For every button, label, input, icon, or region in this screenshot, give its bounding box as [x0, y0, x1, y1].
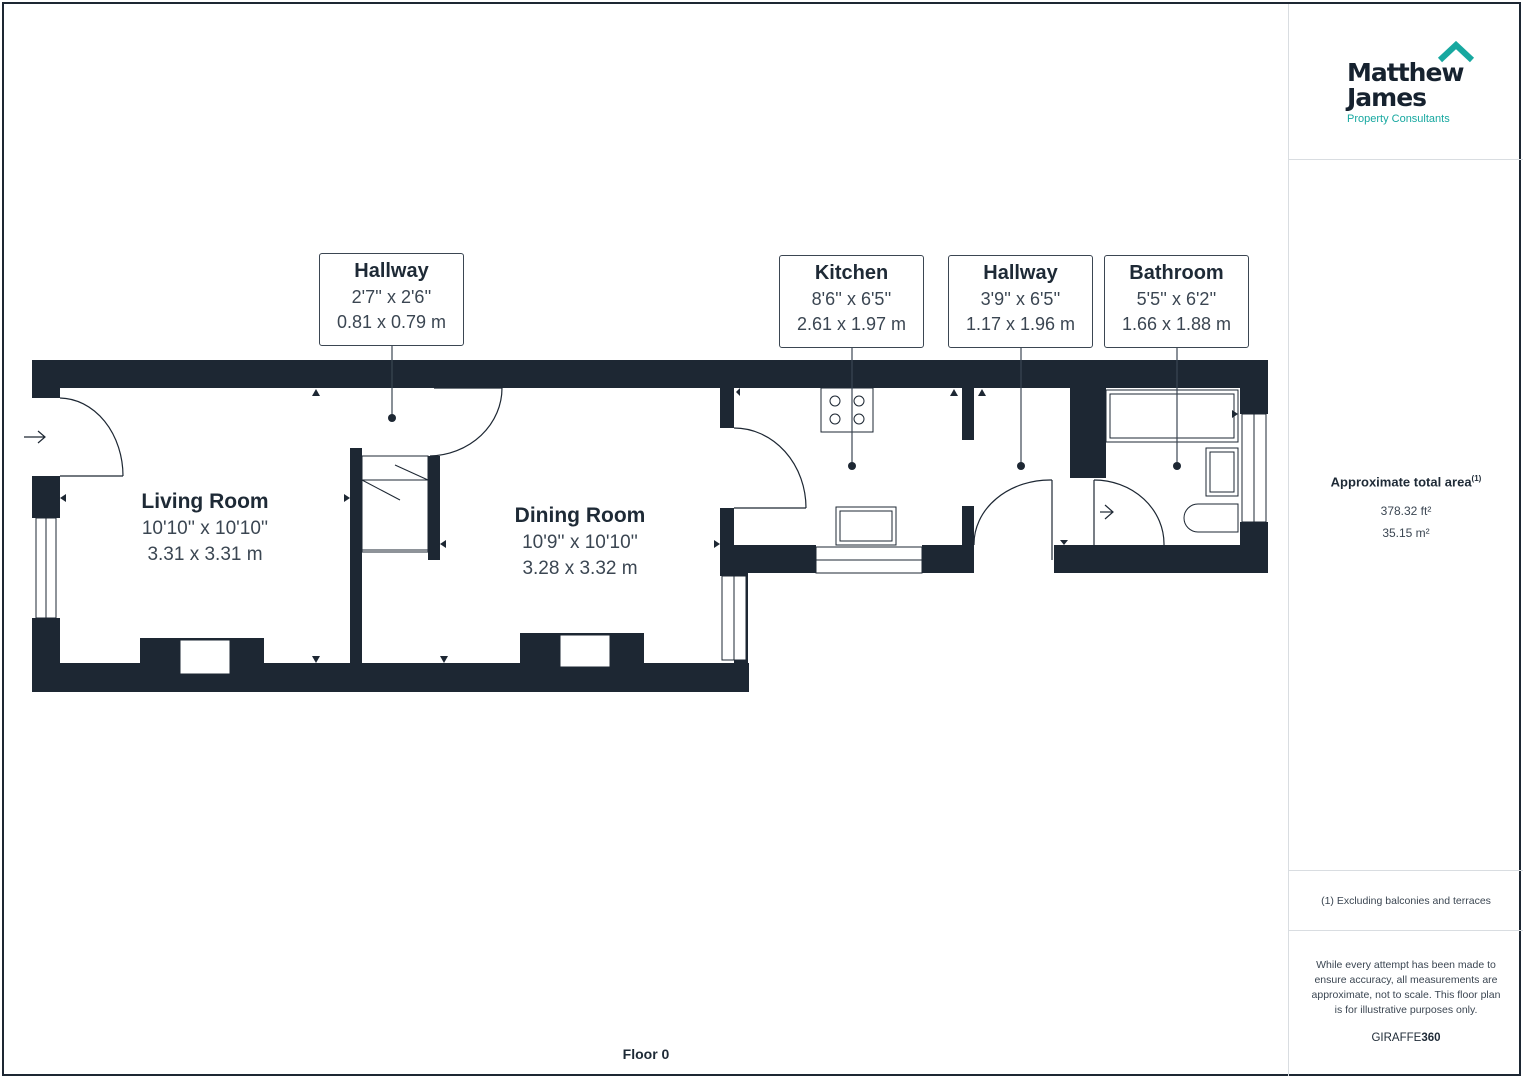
stairs [361, 455, 429, 553]
brand-mark: GIRAFFE360 [1289, 1032, 1523, 1044]
window-lines [45, 414, 1255, 660]
door-swings [59, 387, 1165, 560]
room-label-dining-room: Dining Room 10'9'' x 10'10'' 3.28 x 3.32… [480, 502, 680, 582]
room-name: Kitchen [814, 262, 889, 284]
room-size-metric: 1.66 x 1.88 m [1121, 314, 1232, 334]
footnote: (1) Excluding balconies and terraces [1321, 895, 1491, 907]
callout-leaders [391, 346, 1178, 466]
walls [32, 360, 1268, 692]
room-name: Dining Room [514, 504, 646, 527]
measure-ticks [60, 388, 1238, 663]
brand-bold: 360 [1421, 1032, 1441, 1044]
room-size-imperial: 3'9'' x 6'5'' [980, 289, 1061, 309]
total-area-m: 35.15 m² [1382, 526, 1430, 540]
callout-dots [388, 414, 1181, 470]
room-name: Hallway [354, 260, 429, 282]
room-size-imperial: 10'9'' x 10'10'' [522, 532, 638, 553]
total-area-ft: 378.32 ft² [1380, 504, 1432, 518]
kitchen-fixtures [820, 387, 897, 546]
brand-light: GIRAFFE [1371, 1032, 1422, 1044]
room-size-metric: 0.81 x 0.79 m [336, 312, 447, 332]
room-size-metric: 3.28 x 3.32 m [522, 558, 638, 579]
callout-bathroom: Bathroom 5'5'' x 6'2'' 1.66 x 1.88 m [1104, 255, 1249, 348]
room-size-imperial: 8'6'' x 6'5'' [811, 289, 892, 309]
room-name: Bathroom [1129, 262, 1224, 284]
room-size-imperial: 2'7'' x 2'6'' [351, 287, 432, 307]
total-area-text: Approximate total area [1330, 474, 1472, 490]
room-size-metric: 3.31 x 3.31 m [147, 544, 263, 565]
roof-icon [1437, 41, 1475, 63]
total-area-label: Approximate total area(1) [1289, 474, 1523, 489]
floor-plan-drawing [24, 346, 1268, 692]
footnote-marker: (1) [1471, 474, 1482, 483]
floor-label: Floor 0 [622, 1046, 670, 1062]
room-size-imperial: 5'5'' x 6'2'' [1136, 289, 1217, 309]
callout-hallway-rear: Hallway 3'9'' x 6'5'' 1.17 x 1.96 m [948, 255, 1093, 348]
room-name: Living Room [141, 490, 269, 513]
entry-arrows [24, 430, 1114, 520]
info-sidebar: Matthew James Property Consultants Appro… [1288, 4, 1523, 1076]
divider [1289, 870, 1523, 871]
room-size-imperial: 10'10'' x 10'10'' [141, 518, 269, 539]
callout-hallway-front: Hallway 2'7'' x 2'6'' 0.81 x 0.79 m [319, 253, 464, 346]
logo-line-1: Matthew [1347, 58, 1464, 87]
room-size-metric: 2.61 x 1.97 m [796, 314, 907, 334]
disclaimer: While every attempt has been made to ens… [1311, 959, 1501, 1016]
bathroom-fixtures [1105, 389, 1239, 533]
divider [1289, 159, 1523, 160]
logo-line-2: James [1347, 83, 1427, 112]
room-name: Hallway [983, 262, 1058, 284]
room-label-living-room: Living Room 10'10'' x 10'10'' 3.31 x 3.3… [105, 488, 305, 568]
divider [1289, 930, 1523, 931]
floor-plan: Hallway 2'7'' x 2'6'' 0.81 x 0.79 m Kitc… [24, 253, 1268, 1062]
company-logo: Matthew James Property Consultants [1347, 41, 1497, 132]
room-size-metric: 1.17 x 1.96 m [965, 314, 1076, 334]
logo-tagline: Property Consultants [1347, 113, 1450, 125]
callout-kitchen: Kitchen 8'6'' x 6'5'' 2.61 x 1.97 m [779, 255, 924, 348]
